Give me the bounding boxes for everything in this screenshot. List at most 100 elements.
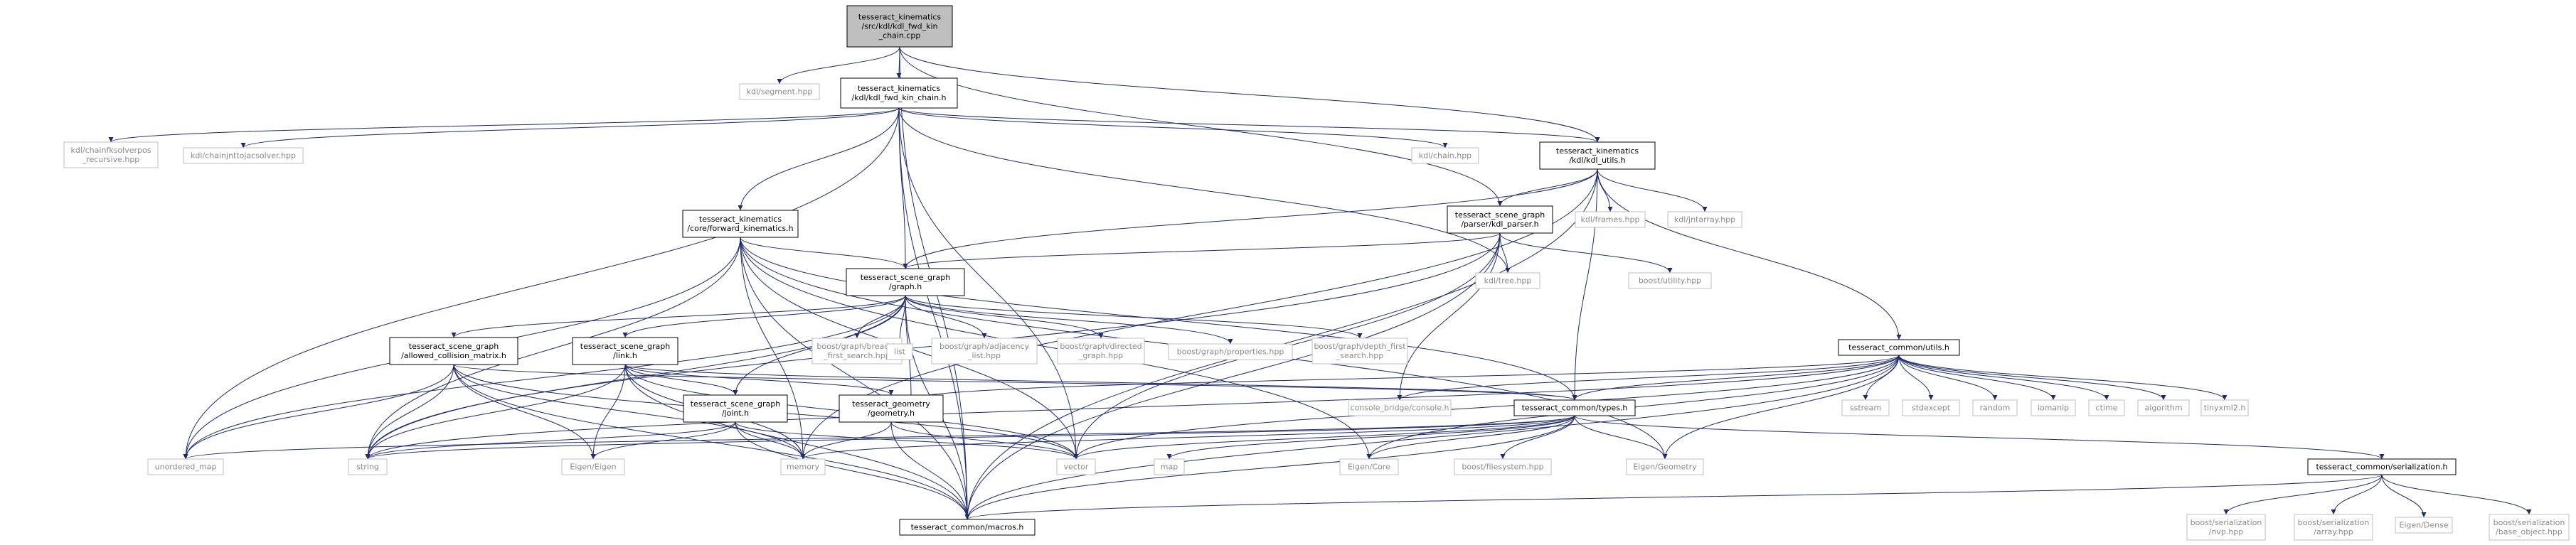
node-label: kdl/chain.hpp (1419, 151, 1471, 161)
edge-acm-to-eigen (453, 364, 596, 460)
node-label: kdl/chainjnttojacsolver.hpp (191, 151, 296, 161)
node-box (2137, 399, 2190, 416)
node-adjlist: boost/graph/adjacency_list.hpp (931, 338, 1038, 365)
node-box (2489, 514, 2570, 541)
edge-serialization-to-array (2331, 474, 2383, 515)
node-geometry[interactable]: tesseract_geometry/geometry.h (839, 394, 944, 423)
node-dfs: boost/graph/depth_first_search.hpp (1311, 338, 1408, 365)
edge-root-to-kdlutils (899, 46, 1600, 143)
edge-kdlutils-to-frames (1597, 168, 1613, 212)
edge-serialization-to-nvp (2223, 474, 2383, 515)
node-box (1411, 147, 1479, 164)
node-types[interactable]: tesseract_common/types.h (1513, 399, 1636, 416)
edge-fwdh-to-kdlutils (898, 107, 1600, 143)
node-label: _recursive.hpp (82, 155, 140, 164)
node-label: iomanip (2038, 404, 2069, 413)
node-box (886, 343, 913, 360)
node-box (899, 519, 1036, 536)
node-tree: kdl/tree.hpp (1475, 272, 1540, 289)
node-label: boost/graph/depth_first (1314, 342, 1406, 351)
node-kdlutils[interactable]: tesseract_kinematics/kdl/kdl_utils.h (1539, 141, 1656, 170)
node-joint[interactable]: tesseract_scene_graph/joint.h (683, 394, 788, 423)
edge-joint-to-string (365, 421, 736, 460)
edge-kdlutils-to-utilsh (1597, 168, 1902, 340)
edge-utilsh-to-iomanip (1898, 355, 2056, 401)
node-iomanip: iomanip (2031, 399, 2076, 416)
node-root[interactable]: tesseract_kinematics/src/kdl/kdl_fwd_kin… (846, 5, 953, 48)
node-label: /allowed_collision_matrix.h (401, 351, 506, 360)
edge-types-to-string (365, 415, 1575, 460)
node-props: boost/graph/properties.hpp (1168, 343, 1293, 360)
edge-link-to-geometry (624, 364, 894, 396)
node-fksolver: kdl/chainfksolverpos_recursive.hpp (63, 141, 159, 168)
edge-graphh-to-adjlist (905, 295, 987, 339)
node-acm[interactable]: tesseract_scene_graph/allowed_collision_… (389, 337, 518, 365)
node-kdlparser[interactable]: tesseract_scene_graph/parser/kdl_parser.… (1447, 205, 1553, 234)
edge-fwdkin-to-graphh (740, 237, 908, 269)
node-utilsh[interactable]: tesseract_common/utils.h (1838, 339, 1960, 356)
node-label: tesseract_scene_graph (409, 342, 499, 351)
node-box (1057, 338, 1145, 365)
node-box (846, 5, 953, 48)
node-box (561, 458, 625, 475)
edge-types-to-bfilesystem (1500, 415, 1575, 460)
node-box (1841, 399, 1890, 416)
edge-kdlparser-to-graphh (903, 232, 1501, 269)
node-label: /joint.h (722, 409, 749, 418)
node-umap: unordered_map (147, 458, 224, 475)
node-label: Eigen/Eigen (570, 463, 616, 472)
node-label: /base_object.hpp (2496, 527, 2562, 536)
node-bfilesystem: boost/filesystem.hpp (1454, 458, 1552, 475)
node-label: _chain.cpp (878, 31, 921, 41)
edge-types-to-eigengeom (1574, 415, 1668, 460)
edge-fwdh-to-tree (898, 107, 1511, 274)
node-vector: vector (1056, 458, 1096, 475)
edge-acm-to-string (365, 364, 454, 460)
edge-serialization-to-eigendense (2381, 474, 2427, 518)
node-label: boost/serialization (2298, 518, 2370, 527)
node-box (1902, 399, 1960, 416)
edge-acm-to-memory (453, 364, 806, 460)
node-box (1168, 343, 1293, 360)
node-label: tesseract_common/serialization.h (2316, 463, 2447, 472)
node-string: string (348, 458, 388, 475)
node-memory: memory (780, 458, 826, 475)
node-chain: kdl/chain.hpp (1411, 147, 1479, 164)
node-algorithm: algorithm (2137, 399, 2190, 416)
node-fwdkin[interactable]: tesseract_kinematics/core/forward_kinema… (682, 210, 799, 238)
edge-root-to-segment (777, 46, 900, 85)
edge-fwdkin-to-string (365, 237, 741, 460)
edge-types-to-eigencore (1366, 415, 1575, 460)
node-link[interactable]: tesseract_scene_graph/link.h (572, 337, 678, 365)
edge-kdlutils-to-kdlparser (1497, 168, 1598, 207)
edge-graphh-to-dfs (905, 295, 1363, 339)
node-label: list (894, 347, 906, 357)
edge-utilsh-to-console (1397, 355, 1900, 401)
node-label: _search.hpp (1336, 351, 1383, 360)
node-label: string (356, 463, 379, 472)
node-label: random (1980, 404, 2011, 413)
node-graphh[interactable]: tesseract_scene_graph/graph.h (846, 268, 965, 296)
node-label: boost/filesystem.hpp (1462, 463, 1543, 472)
edge-graphh-to-directed (905, 295, 1104, 339)
node-label: /array.hpp (2314, 527, 2353, 536)
node-label: /core/forward_kinematics.h (687, 224, 793, 233)
node-macros[interactable]: tesseract_common/macros.h (899, 519, 1036, 536)
node-map: map (1154, 458, 1185, 475)
node-eigendense: Eigen/Dense (2395, 517, 2453, 534)
edge-graphh-to-string (365, 295, 906, 460)
node-layer: tesseract_kinematics/src/kdl/kdl_fwd_kin… (63, 5, 2570, 541)
node-box (1972, 399, 2018, 416)
node-serialization[interactable]: tesseract_common/serialization.h (2307, 458, 2457, 475)
node-box (1667, 211, 1742, 228)
node-label: /src/kdl/kdl_fwd_kin (861, 22, 937, 31)
node-label: tesseract_kinematics (1556, 146, 1639, 156)
node-box (1575, 211, 1646, 228)
node-label: tesseract_scene_graph (580, 342, 670, 351)
edge-layer (108, 46, 2532, 520)
edge-fwdkin-to-eigencore (740, 237, 1372, 460)
node-label: tesseract_common/macros.h (911, 523, 1024, 532)
node-fwdh[interactable]: tesseract_kinematics/kdl/kdl_fwd_kin_cha… (840, 77, 958, 109)
node-label: map (1161, 463, 1178, 472)
